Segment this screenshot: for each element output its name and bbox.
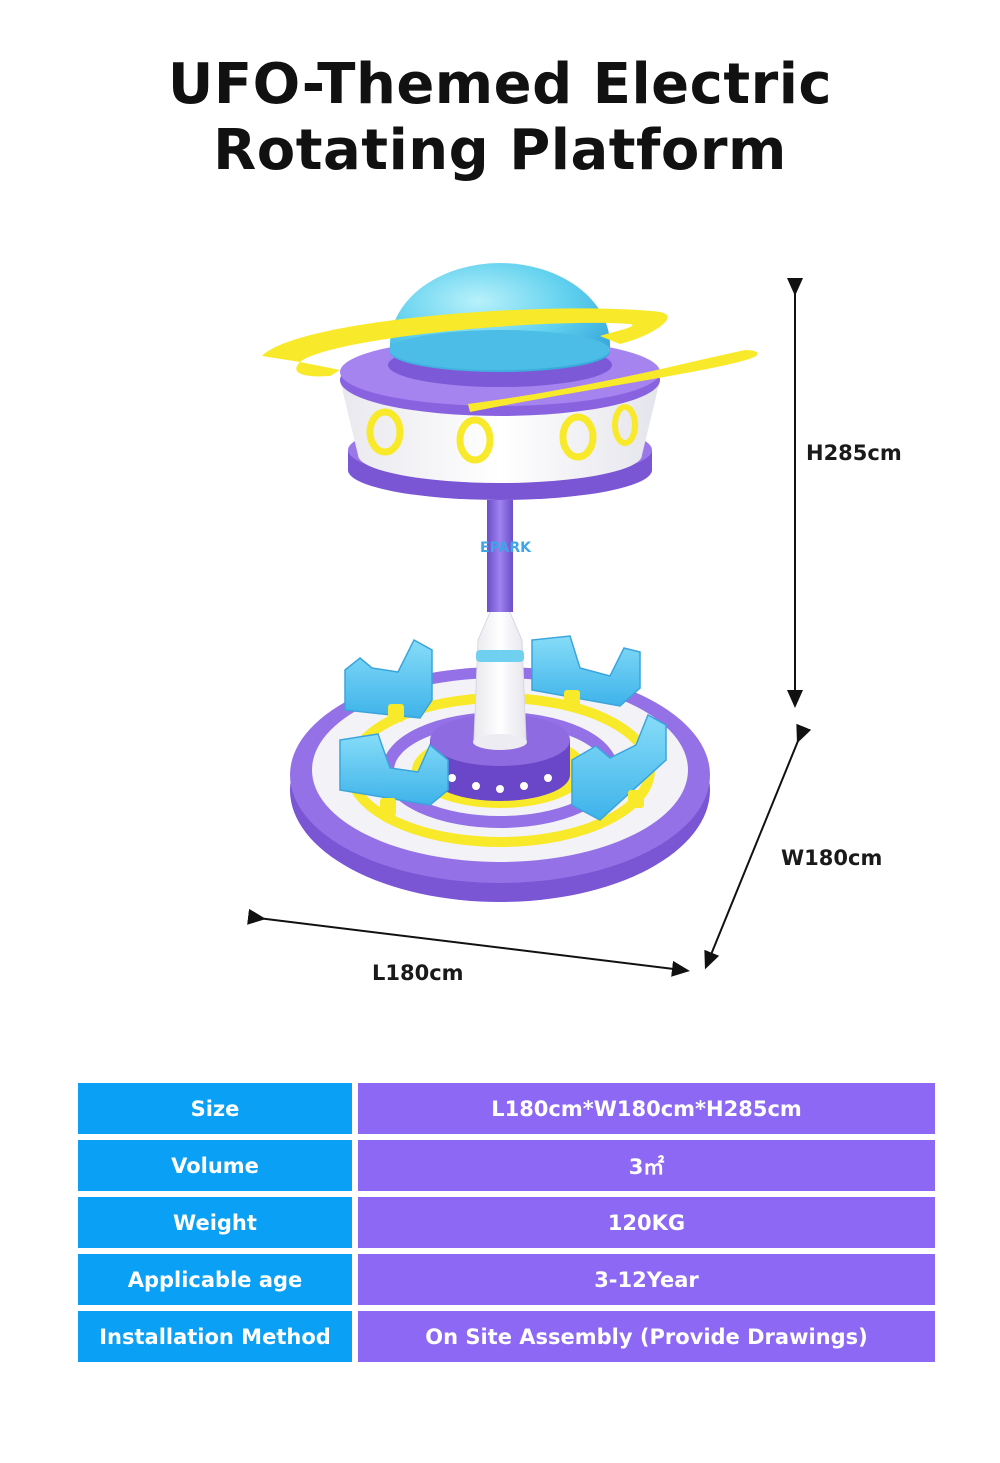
rocket-post bbox=[473, 607, 527, 750]
spec-value: 3㎡ bbox=[358, 1140, 935, 1191]
center-pole bbox=[487, 500, 513, 612]
spec-label: Applicable age bbox=[78, 1254, 352, 1305]
seat-front-right bbox=[571, 713, 667, 821]
spec-value: L180cm*W180cm*H285cm bbox=[358, 1083, 935, 1134]
seat-front-left bbox=[339, 733, 449, 816]
length-label: L180cm bbox=[372, 961, 464, 985]
spec-row-volume: Volume 3㎡ bbox=[78, 1140, 935, 1191]
width-dimension-arrow bbox=[704, 723, 812, 970]
width-label: W180cm bbox=[781, 846, 883, 870]
spec-table: Size L180cm*W180cm*H285cm Volume 3㎡ Weig… bbox=[78, 1083, 935, 1368]
length-dimension-arrow bbox=[247, 908, 690, 977]
spec-label: Weight bbox=[78, 1197, 352, 1248]
page-title: UFO-Themed Electric Rotating Platform bbox=[0, 52, 1000, 184]
spec-row-applicable-age: Applicable age 3-12Year bbox=[78, 1254, 935, 1305]
spec-value: 3-12Year bbox=[358, 1254, 935, 1305]
spec-label: Volume bbox=[78, 1140, 352, 1191]
spec-row-installation-method: Installation Method On Site Assembly (Pr… bbox=[78, 1311, 935, 1362]
spec-row-size: Size L180cm*W180cm*H285cm bbox=[78, 1083, 935, 1134]
height-label: H285cm bbox=[806, 441, 902, 465]
title-line-2: Rotating Platform bbox=[213, 118, 787, 183]
spec-value: 120KG bbox=[358, 1197, 935, 1248]
title-line-1: UFO-Themed Electric bbox=[167, 52, 833, 117]
ufo-canopy bbox=[262, 263, 758, 500]
spec-row-weight: Weight 120KG bbox=[78, 1197, 935, 1248]
brand-logo-mark: EPARK bbox=[480, 540, 532, 556]
seat-back-left bbox=[344, 638, 433, 722]
spec-label: Size bbox=[78, 1083, 352, 1134]
spec-label: Installation Method bbox=[78, 1311, 352, 1362]
ufo-platform-illustration: EPARK bbox=[247, 263, 812, 977]
seat-back-right bbox=[531, 635, 641, 708]
spec-value: On Site Assembly (Provide Drawings) bbox=[358, 1311, 935, 1362]
